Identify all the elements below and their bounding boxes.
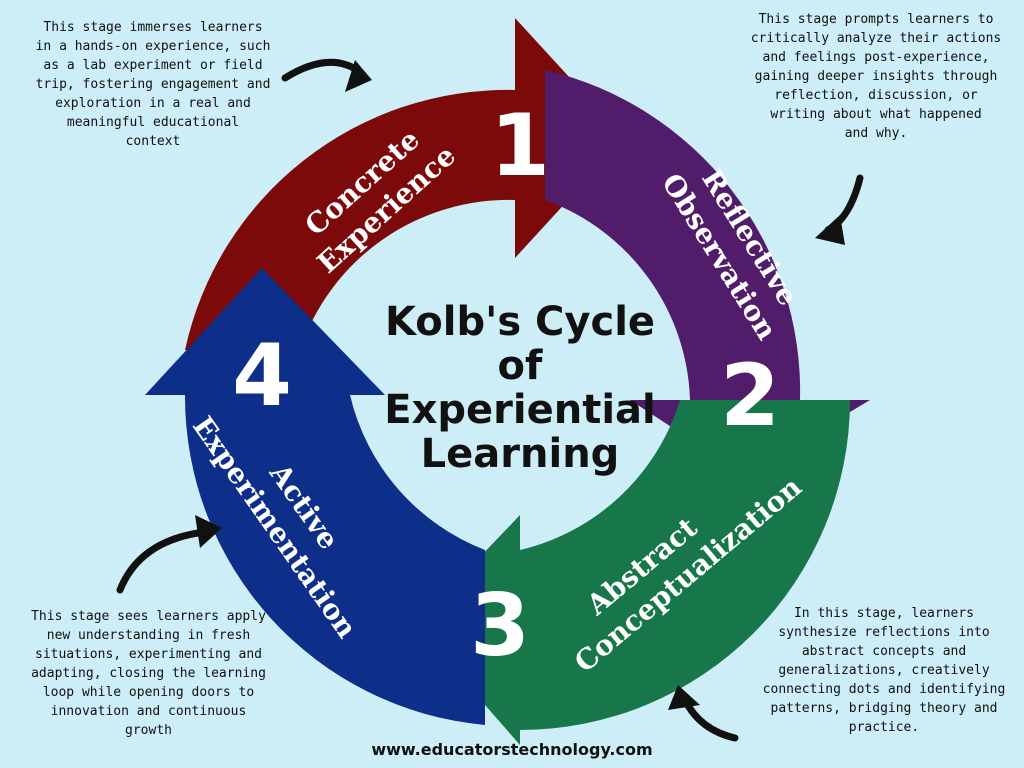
desc-line: practice. [848,720,920,735]
desc-line: critically analyze their actions [750,31,1002,46]
desc-line: innovation and continuous [50,704,247,719]
desc-line: patterns, bridging theory and [770,701,998,716]
arrow-active-experimentation [145,268,485,725]
desc-line: connecting dots and identifying [762,682,1006,697]
stage-number-4: 4 [232,326,292,426]
title-line: of [497,343,543,389]
desc-line: In this stage, learners [793,606,974,621]
desc-line: generalizations, creatively [778,663,990,678]
footer-url: www.educatorstechnology.com [371,740,653,759]
title-line: Learning [420,431,620,477]
arrow-abstract-conceptualization [415,400,850,745]
desc-line: loop while opening doors to [42,685,255,700]
desc-line: new understanding in fresh [46,628,251,643]
stage-number-2: 2 [720,346,780,446]
desc-line: writing about what happened [770,107,982,122]
desc-line: synthesize reflections into [778,625,990,640]
desc-line: as a lab experiment or field [43,58,263,73]
desc-line: context [125,134,181,149]
desc-line: abstract concepts and [801,644,967,659]
desc-line: gaining deeper insights through [754,69,998,84]
curved-arrow-icon [116,528,209,594]
description-active: This stage sees learners apply new under… [6,607,291,740]
title-line: Experiential [384,387,656,433]
arrowhead-icon [668,685,700,710]
desc-line: trip, fostering engagement and [35,77,271,92]
desc-line: This stage sees learners apply [31,609,266,624]
title-line: Kolb's Cycle [384,299,656,345]
desc-line: situations, experimenting and [35,647,262,662]
desc-line: and why. [844,126,908,141]
arrowhead-icon [815,215,845,245]
arrow-reflective-observation [545,70,870,475]
desc-line: This stage immerses learners [43,20,263,35]
description-concrete: This stage immerses learners in a hands-… [8,18,298,151]
stage-number-1: 1 [490,96,550,196]
arrowhead-icon [195,515,222,548]
description-abstract: In this stage, learners synthesize refle… [748,604,1020,737]
diagram-title: Kolb's Cycle of Experiential Learning [360,300,680,476]
stage-number-3: 3 [470,576,530,676]
desc-line: This stage prompts learners to [758,12,994,27]
arrow-concrete-experience [185,18,625,350]
description-reflective: This stage prompts learners to criticall… [734,10,1018,143]
desc-line: adapting, closing the learning [31,666,266,681]
desc-line: meaningful educational [66,115,240,130]
desc-line: reflection, discussion, or [774,88,978,103]
desc-line: and feelings post-experience, [762,50,990,65]
arrowhead-icon [345,60,372,92]
desc-line: exploration in a real and [55,96,251,111]
desc-line: in a hands-on experience, such [35,39,271,54]
desc-line: growth [125,723,172,738]
